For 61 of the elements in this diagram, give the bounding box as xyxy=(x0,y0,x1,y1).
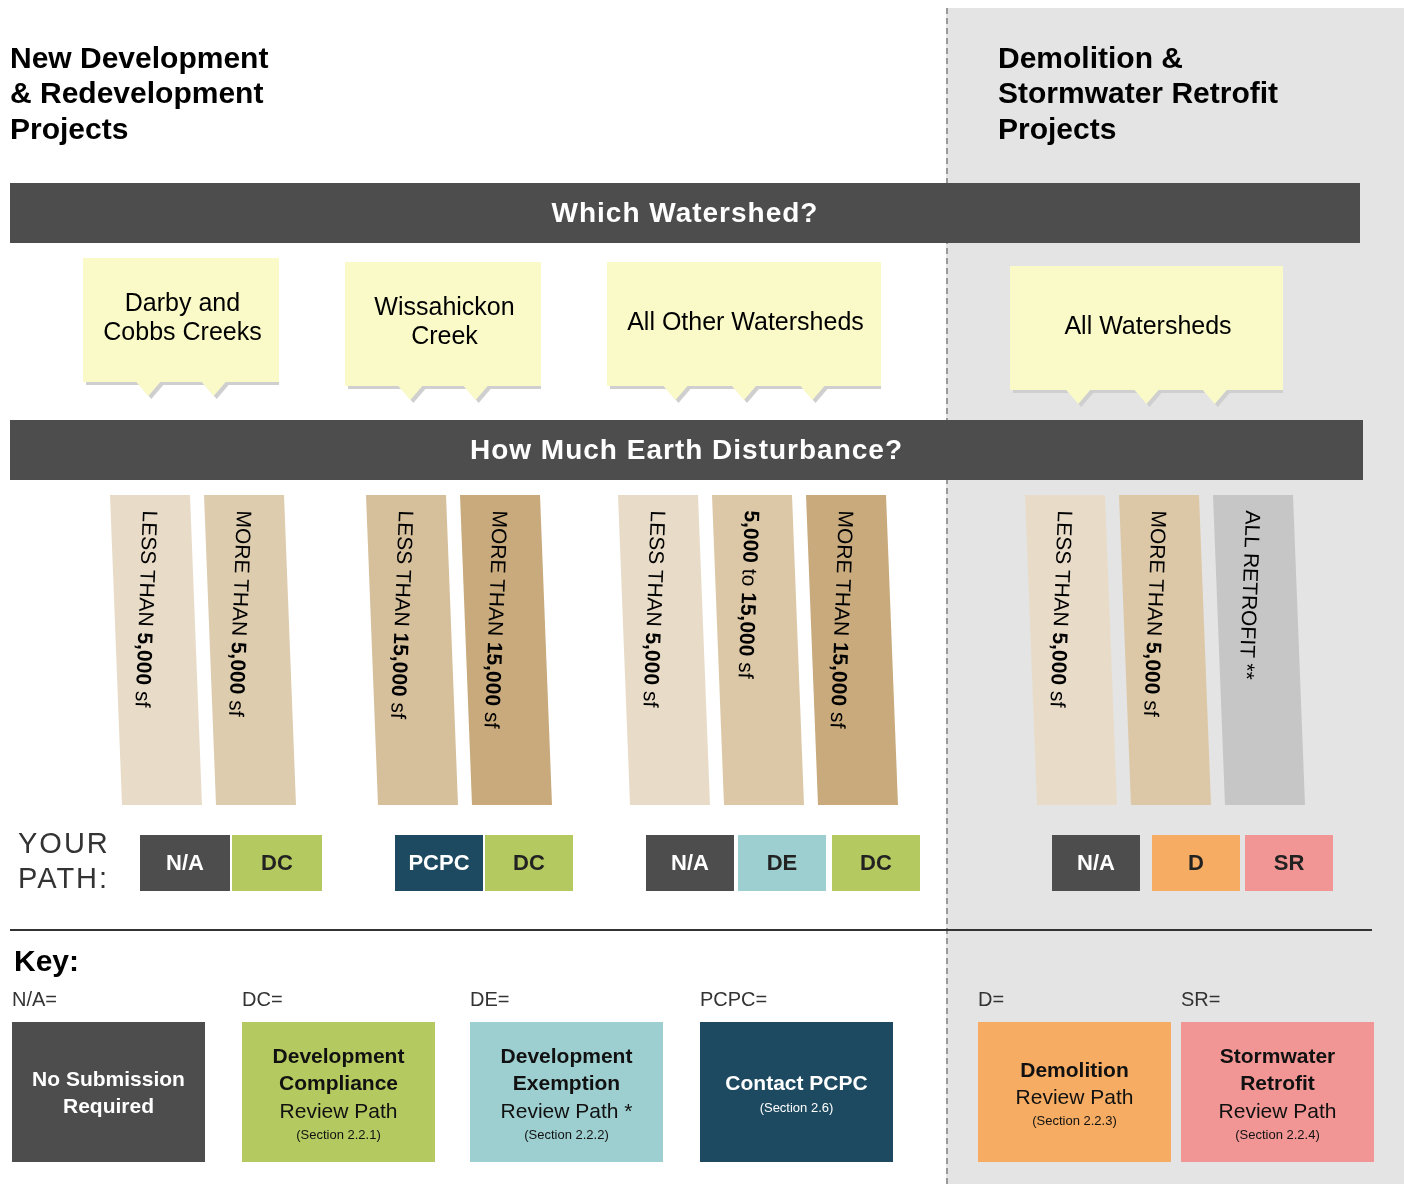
key-label: DC= xyxy=(242,988,283,1011)
callout-box xyxy=(83,258,282,400)
key-title: Development Compliance xyxy=(271,1043,406,1097)
path-tag: DC xyxy=(485,835,573,891)
path-tag: DC xyxy=(832,835,920,891)
range-text: LESS THAN 15,000 sf xyxy=(386,510,418,720)
key-title: Stormwater Retrofit xyxy=(1218,1043,1337,1097)
key-box xyxy=(978,1022,1171,1162)
range-text: MORE THAN 15,000 sf xyxy=(479,510,512,729)
key-title: Demolition xyxy=(1020,1056,1129,1083)
range-text: LESS THAN 5,000 sf xyxy=(130,510,162,708)
key-subtitle: Review Path xyxy=(1015,1084,1134,1110)
callout-text: Wissahickon Creek xyxy=(373,291,516,351)
callout-box xyxy=(345,262,544,404)
key-subtitle: Review Path xyxy=(279,1097,398,1124)
section-heading: Demolition & Stormwater Retrofit Projects xyxy=(998,40,1280,147)
path-tag: DE xyxy=(738,835,826,891)
range-text: MORE THAN 5,000 sf xyxy=(224,510,256,718)
key-title: No Submission Required xyxy=(31,1065,186,1119)
section-reference: (Section 2.2.2) xyxy=(524,1126,609,1142)
key-label: SR= xyxy=(1181,988,1221,1011)
range-text: MORE THAN 5,000 sf xyxy=(1139,510,1171,718)
key-title: Contact PCPC xyxy=(725,1070,868,1097)
path-tag: D xyxy=(1152,835,1240,891)
range-text: 5,000 to 15,000 sf xyxy=(733,510,764,680)
key-label: N/A= xyxy=(12,988,58,1011)
path-tag: PCPC xyxy=(395,835,483,891)
path-tag: DC xyxy=(232,835,322,891)
key-box xyxy=(12,1022,205,1162)
path-label: YOUR PATH: xyxy=(18,826,111,896)
range-text: MORE THAN 15,000 sf xyxy=(825,510,858,729)
section-heading: New Development & Redevelopment Projects xyxy=(10,40,270,147)
key-label: D= xyxy=(978,988,1005,1011)
key-heading: Key: xyxy=(14,944,80,978)
section-reference: (Section 2.2.4) xyxy=(1235,1126,1320,1142)
section-reference: (Section 2.2.3) xyxy=(1032,1113,1117,1129)
callout-box xyxy=(1010,266,1286,408)
key-subtitle: Review Path * xyxy=(500,1097,633,1124)
key-box xyxy=(242,1022,435,1162)
range-text: LESS THAN 5,000 sf xyxy=(638,510,670,708)
section-reference: (Section 2.2.1) xyxy=(296,1126,381,1142)
callout-text: Darby and Cobbs Creeks xyxy=(102,287,263,347)
callout-text: All Other Watersheds xyxy=(626,305,865,337)
key-box xyxy=(1181,1022,1374,1162)
key-label: DE= xyxy=(470,988,510,1011)
key-label: PCPC= xyxy=(700,988,768,1011)
callout-text: All Watersheds xyxy=(1063,309,1233,341)
callout-box xyxy=(607,262,884,404)
range-text: LESS THAN 5,000 sf xyxy=(1045,510,1077,708)
key-title: Development Exemption xyxy=(499,1043,634,1097)
path-tag: N/A xyxy=(646,835,734,891)
question-band: How Much Earth Disturbance? xyxy=(10,420,1363,480)
path-tag: SR xyxy=(1245,835,1333,891)
path-tag: N/A xyxy=(1052,835,1140,891)
section-reference: (Section 2.6) xyxy=(759,1099,834,1115)
key-subtitle: Review Path xyxy=(1218,1097,1337,1124)
range-text: ALL RETROFIT ** xyxy=(1234,510,1265,681)
key-box xyxy=(470,1022,663,1162)
question-band: Which Watershed? xyxy=(10,183,1360,243)
key-box xyxy=(700,1022,893,1162)
path-tag: N/A xyxy=(140,835,230,891)
